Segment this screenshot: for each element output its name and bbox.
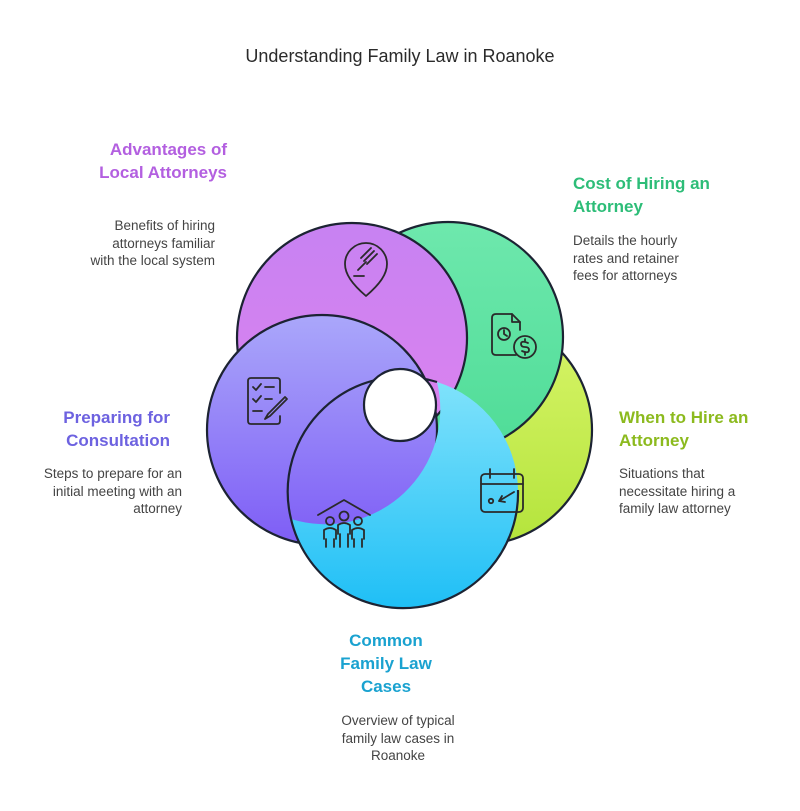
gavel-location-pin-icon [344,242,388,297]
label-advantages-local-attorneys: Advantages of Local Attorneys [99,140,227,182]
label-common-family-law-cases: Common Family Law Cases [340,631,432,696]
desc-when-to-hire: Situations that necessitate hiring a fam… [619,466,736,516]
label-when-to-hire: When to Hire an Attorney [619,408,749,450]
desc-cost-of-hiring: Details the hourly rates and retainer fe… [573,233,679,283]
document-dollar-icon [491,313,537,359]
desc-common-family-law-cases: Overview of typical family law cases in … [341,713,455,763]
calendar-icon [480,468,524,513]
center-hub [362,367,438,443]
diagram-title: Understanding Family Law in Roanoke [245,46,555,66]
label-cost-of-hiring: Cost of Hiring an Attorney [573,174,710,216]
label-preparing-for-consultation: Preparing for Consultation [63,408,170,450]
family-home-icon [317,499,371,548]
checklist-pen-icon [247,377,288,425]
desc-advantages-local-attorneys: Benefits of hiring attorneys familiar wi… [90,218,215,268]
desc-preparing-for-consultation: Steps to prepare for an initial meeting … [43,466,182,516]
